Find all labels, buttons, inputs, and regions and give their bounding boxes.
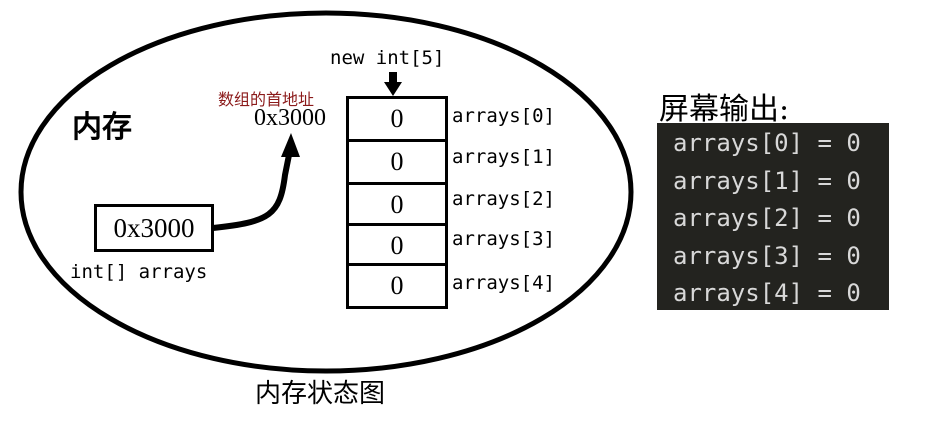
screen-output-title: 屏幕输出:: [659, 92, 790, 127]
array-index-label: arrays[2]: [452, 188, 555, 210]
array-index-label: arrays[1]: [452, 146, 555, 168]
memory-ellipse: [18, 10, 634, 374]
console-line: arrays[2] = 0: [673, 204, 861, 232]
array-cell: 0: [346, 263, 448, 309]
diagram-caption: 内存状态图: [255, 379, 386, 409]
variable-value: 0x3000: [113, 213, 195, 243]
first-address: 0x3000: [254, 105, 326, 131]
first-address-label: 数组的首地址: [218, 90, 315, 109]
array-index-label: arrays[4]: [452, 272, 555, 294]
console-line: arrays[4] = 0: [673, 279, 861, 307]
array-index-label: arrays[0]: [452, 105, 555, 127]
console-line: arrays[3] = 0: [673, 241, 861, 270]
new-arrow-shaft: [389, 72, 397, 84]
new-arrowhead: [384, 82, 402, 96]
array-index-label: arrays[3]: [452, 228, 555, 250]
pointer-arrowhead: [281, 133, 300, 157]
array-cell: 0: [346, 96, 448, 139]
variable-box: 0x3000: [94, 204, 214, 252]
array-cell: 0: [346, 139, 448, 182]
new-expression: new int[5]: [330, 47, 445, 69]
array-cell: 0: [346, 182, 448, 225]
pointer-arrow: [212, 149, 293, 231]
memory-label: 内存: [72, 110, 132, 145]
variable-declaration: int[] arrays: [70, 261, 208, 283]
array-cell: 0: [346, 223, 448, 266]
console-output: arrays[0] = 0 arrays[1] = 0 arrays[2] = …: [657, 123, 889, 310]
console-line: arrays[0] = 0: [673, 129, 861, 157]
console-line: arrays[1] = 0: [673, 166, 861, 195]
